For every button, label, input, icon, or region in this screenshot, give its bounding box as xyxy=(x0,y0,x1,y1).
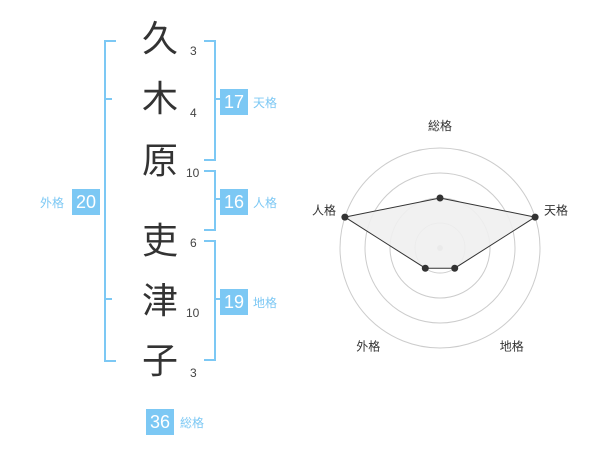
radar-axis-label-1: 総格 xyxy=(428,118,452,133)
radar-point-2 xyxy=(531,213,539,221)
stroke-count-1: 3 xyxy=(190,44,197,58)
chikaku-tick xyxy=(214,298,222,300)
radar-axis-label-5: 人格 xyxy=(312,202,336,217)
name-char-6: 子 xyxy=(141,341,178,382)
name-char-5: 津 xyxy=(141,281,178,322)
tenkaku-badge: 17 xyxy=(220,89,248,115)
stroke-count-2: 4 xyxy=(190,106,197,120)
jinkaku-bracket xyxy=(204,170,216,231)
radar-axis-label-2: 天格 xyxy=(544,202,568,217)
jinkaku-label: 人格 xyxy=(253,196,278,210)
name-char-2: 木 xyxy=(141,79,178,120)
gaikaku-tick-lower xyxy=(104,298,112,300)
tenkaku-bracket xyxy=(204,40,216,161)
name-char-3: 原 xyxy=(141,141,178,182)
stroke-count-4: 6 xyxy=(190,236,197,250)
stroke-count-3: 10 xyxy=(186,166,200,180)
jinkaku-tick xyxy=(214,198,222,200)
radar-axis-label-3: 地格 xyxy=(500,339,524,354)
gaikaku-label: 外格 xyxy=(40,196,65,210)
name-char-1: 久 xyxy=(141,19,178,60)
radar-series-polygon xyxy=(343,197,537,269)
name-char-4: 吏 xyxy=(141,221,178,262)
tenkaku-label: 天格 xyxy=(253,96,278,110)
soukaku-badge: 36 xyxy=(146,409,174,435)
stroke-count-6: 3 xyxy=(190,366,197,380)
gaikaku-tick-upper xyxy=(104,98,112,100)
gaikaku-badge: 20 xyxy=(72,189,100,215)
chikaku-label: 地格 xyxy=(253,296,278,310)
radar-axis-label-4: 外格 xyxy=(356,339,380,354)
tenkaku-tick xyxy=(214,98,222,100)
radar-point-4 xyxy=(421,264,429,272)
jinkaku-badge: 16 xyxy=(220,189,248,215)
radar-point-5 xyxy=(341,213,349,221)
radar-ring-4 xyxy=(339,147,541,349)
radar-ring-3 xyxy=(364,172,516,324)
chikaku-bracket xyxy=(204,240,216,361)
radar-point-3 xyxy=(451,264,459,272)
stroke-count-5: 10 xyxy=(186,306,200,320)
soukaku-label: 総格 xyxy=(180,416,205,430)
chikaku-badge: 19 xyxy=(220,289,248,315)
radar-point-1 xyxy=(436,194,444,202)
gaikaku-bracket xyxy=(104,40,116,362)
